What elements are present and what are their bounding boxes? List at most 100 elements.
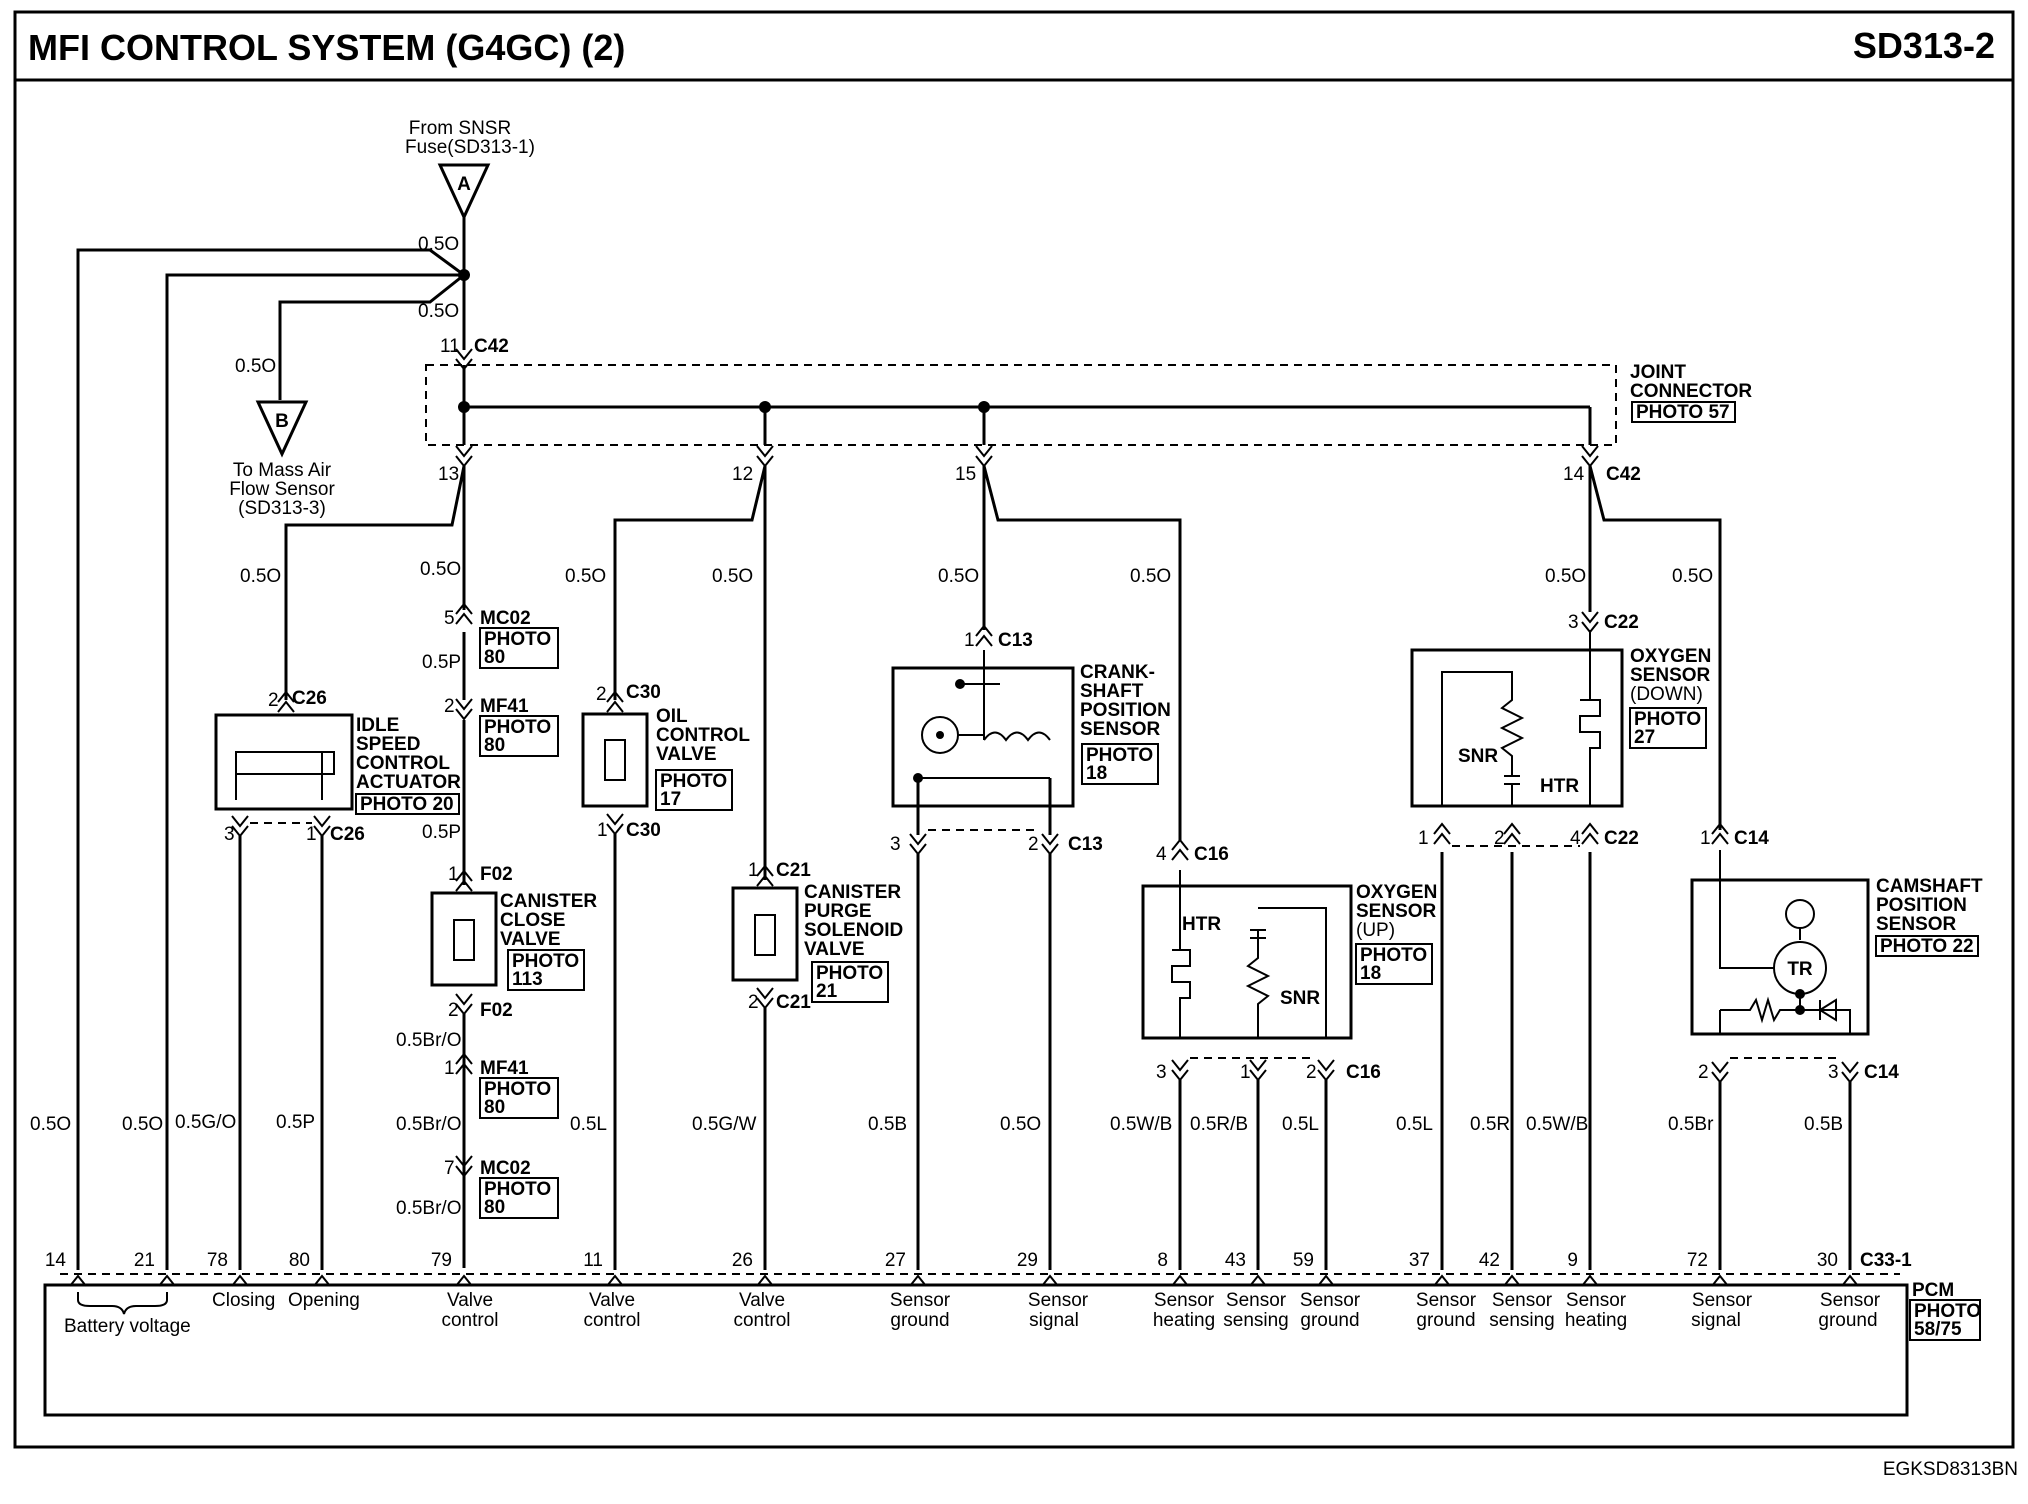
svg-text:2: 2 <box>268 690 279 711</box>
svg-text:ground: ground <box>1300 1310 1359 1331</box>
svg-text:PHOTO 20: PHOTO 20 <box>360 794 454 815</box>
svg-text:PHOTO: PHOTO <box>1634 709 1701 730</box>
svg-text:Sensor: Sensor <box>1566 1290 1627 1311</box>
svg-text:PHOTO: PHOTO <box>1086 745 1153 766</box>
svg-text:Opening: Opening <box>288 1290 360 1311</box>
svg-text:4: 4 <box>1570 828 1581 849</box>
svg-text:PHOTO 57: PHOTO 57 <box>1636 402 1730 423</box>
svg-text:OXYGEN: OXYGEN <box>1630 646 1711 667</box>
svg-text:heating: heating <box>1153 1310 1215 1331</box>
svg-text:3: 3 <box>224 824 235 845</box>
svg-text:0.5Br/O: 0.5Br/O <box>396 1114 461 1135</box>
pcm-pin-number: 72 <box>1687 1250 1708 1271</box>
svg-text:Valve: Valve <box>739 1290 785 1311</box>
svg-text:1: 1 <box>1240 1062 1251 1083</box>
svg-text:(DOWN): (DOWN) <box>1630 684 1703 705</box>
svg-text:PHOTO: PHOTO <box>484 629 551 650</box>
svg-text:OIL: OIL <box>656 706 688 727</box>
svg-text:B: B <box>275 411 289 432</box>
svg-text:11: 11 <box>440 336 460 357</box>
svg-text:1: 1 <box>748 860 759 881</box>
svg-text:Sensor: Sensor <box>1692 1290 1753 1311</box>
svg-text:14: 14 <box>1563 464 1585 485</box>
svg-text:(SD313-3): (SD313-3) <box>238 498 326 519</box>
oxygen-sensor-down: SNR HTR OXYGEN SENSOR (DOWN) PHOTO 27 <box>1410 630 1711 808</box>
svg-text:0.5O: 0.5O <box>1130 566 1171 587</box>
svg-text:0.5O: 0.5O <box>240 566 281 587</box>
svg-text:0.5L: 0.5L <box>570 1114 607 1135</box>
svg-text:PHOTO: PHOTO <box>1914 1301 1981 1322</box>
pcm-pin-terminal <box>1041 1274 1059 1287</box>
pcm-pin-labels: Closing Opening Valve control Valve cont… <box>212 1290 1881 1331</box>
svg-text:2: 2 <box>444 696 455 717</box>
svg-text:0.5O: 0.5O <box>1672 566 1713 587</box>
svg-text:0.5Br/O: 0.5Br/O <box>396 1198 461 1219</box>
svg-text:0.5P: 0.5P <box>422 822 461 843</box>
svg-text:C21: C21 <box>776 992 811 1013</box>
svg-text:SENSOR: SENSOR <box>1876 914 1957 935</box>
svg-text:heating: heating <box>1565 1310 1627 1331</box>
joint-connector <box>425 364 1617 446</box>
svg-text:Sensor: Sensor <box>890 1290 951 1311</box>
svg-text:3: 3 <box>890 834 901 855</box>
svg-text:POSITION: POSITION <box>1080 700 1171 721</box>
svg-text:Sensor: Sensor <box>1028 1290 1089 1311</box>
svg-text:A: A <box>457 174 471 195</box>
svg-text:0.5L: 0.5L <box>1282 1114 1319 1135</box>
svg-text:sensing: sensing <box>1489 1310 1555 1331</box>
pcm-pin-terminal <box>1171 1274 1189 1287</box>
svg-text:HTR: HTR <box>1182 914 1221 935</box>
svg-text:control: control <box>441 1310 498 1331</box>
svg-text:CONTROL: CONTROL <box>656 725 750 746</box>
pcm-pin-number: 79 <box>431 1250 452 1271</box>
svg-text:Sensor: Sensor <box>1300 1290 1361 1311</box>
footer-code: EGKSD8313BN <box>1883 1459 2018 1480</box>
maf-terminal-b: B To Mass Air Flow Sensor (SD313-3) <box>229 400 335 519</box>
svg-text:0.5B: 0.5B <box>868 1114 907 1135</box>
svg-text:SOLENOID: SOLENOID <box>804 920 903 941</box>
svg-text:SHAFT: SHAFT <box>1080 681 1144 702</box>
svg-text:0.5O: 0.5O <box>712 566 753 587</box>
svg-text:signal: signal <box>1029 1310 1079 1331</box>
svg-text:PHOTO: PHOTO <box>484 1179 551 1200</box>
pcm-pin-terminal <box>1711 1274 1729 1287</box>
svg-text:PURGE: PURGE <box>804 901 872 922</box>
svg-text:JOINT: JOINT <box>1630 362 1686 383</box>
svg-text:PHOTO 22: PHOTO 22 <box>1880 936 1974 957</box>
svg-text:C42: C42 <box>1606 464 1641 485</box>
pcm-pin-terminal <box>1317 1274 1335 1287</box>
page-frame <box>13 10 2015 1449</box>
svg-text:SENSOR: SENSOR <box>1630 665 1711 686</box>
pcm-pin-number: 9 <box>1567 1250 1578 1271</box>
svg-text:0.5R/B: 0.5R/B <box>1190 1114 1248 1135</box>
svg-text:0.5O: 0.5O <box>938 566 979 587</box>
oxygen-sensor-up: HTR SNR OXYGEN SENSOR (UP) PHOTO 18 <box>1141 870 1437 1040</box>
pcm-pin-terminal <box>1503 1274 1521 1287</box>
svg-text:0.5P: 0.5P <box>276 1112 315 1133</box>
svg-text:1: 1 <box>964 630 975 651</box>
svg-text:17: 17 <box>660 789 681 810</box>
svg-text:0.5O: 0.5O <box>565 566 606 587</box>
svg-text:58/75: 58/75 <box>1914 1319 1962 1340</box>
svg-text:80: 80 <box>484 1097 505 1118</box>
svg-text:1: 1 <box>597 820 608 841</box>
svg-text:C30: C30 <box>626 820 661 841</box>
svg-text:ground: ground <box>1818 1310 1877 1331</box>
svg-text:0.5B: 0.5B <box>1804 1114 1843 1135</box>
svg-text:2: 2 <box>1698 1062 1709 1083</box>
svg-text:Sensor: Sensor <box>1492 1290 1553 1311</box>
pcm-pin-number: 21 <box>134 1250 155 1271</box>
svg-text:CONTROL: CONTROL <box>356 753 450 774</box>
svg-text:0.5P: 0.5P <box>422 652 461 673</box>
svg-text:3: 3 <box>1568 612 1579 633</box>
pcm-pin-number: 59 <box>1293 1250 1314 1271</box>
svg-text:C21: C21 <box>776 860 811 881</box>
svg-text:0.5O: 0.5O <box>1545 566 1586 587</box>
pcm-pin-terminal <box>313 1274 331 1287</box>
svg-text:3: 3 <box>1156 1062 1167 1083</box>
pcm-pin-terminal <box>1433 1274 1451 1287</box>
svg-text:2: 2 <box>1028 834 1039 855</box>
pcm-pin-number: 26 <box>732 1250 753 1271</box>
pcm-pin-number: 43 <box>1225 1250 1246 1271</box>
svg-text:SENSOR: SENSOR <box>1356 901 1437 922</box>
